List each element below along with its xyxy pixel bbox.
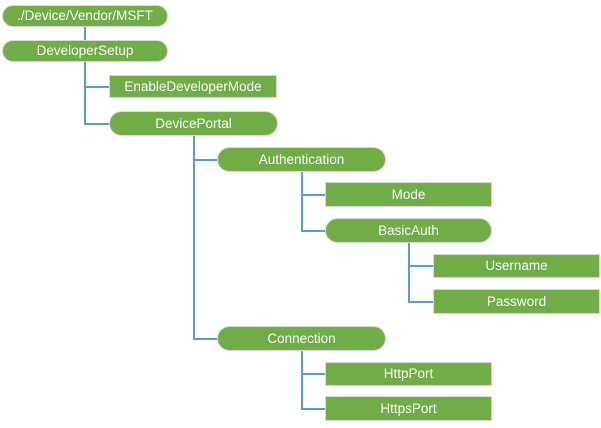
node-connection: Connection (217, 326, 386, 351)
connector-segment (84, 27, 86, 40)
node-msft-root: ./Device/Vendor/MSFT (2, 5, 168, 27)
node-mode: Mode (325, 182, 492, 207)
connector-segment (301, 351, 303, 410)
connector-segment (409, 265, 433, 267)
node-username: Username (433, 254, 600, 278)
connector-segment (302, 408, 325, 410)
connector-segment (302, 230, 325, 232)
node-device-portal: DevicePortal (109, 111, 278, 136)
node-https-port: HttpsPort (325, 396, 492, 421)
connector-segment (302, 194, 325, 196)
connector-segment (408, 243, 410, 303)
connector-segment (193, 136, 195, 340)
connector-segment (85, 86, 109, 88)
node-http-port: HttpPort (325, 362, 492, 386)
connector-segment (301, 172, 303, 232)
connector-segment (85, 123, 109, 125)
node-authentication: Authentication (217, 147, 386, 172)
node-enable-developer-mode: EnableDeveloperMode (109, 75, 277, 98)
connector-segment (84, 62, 86, 125)
node-basic-auth: BasicAuth (325, 218, 492, 243)
node-developer-setup: DeveloperSetup (2, 40, 168, 62)
connector-segment (409, 301, 433, 303)
node-password: Password (433, 289, 600, 314)
connector-segment (194, 338, 217, 340)
connector-segment (302, 373, 325, 375)
connector-segment (194, 159, 217, 161)
